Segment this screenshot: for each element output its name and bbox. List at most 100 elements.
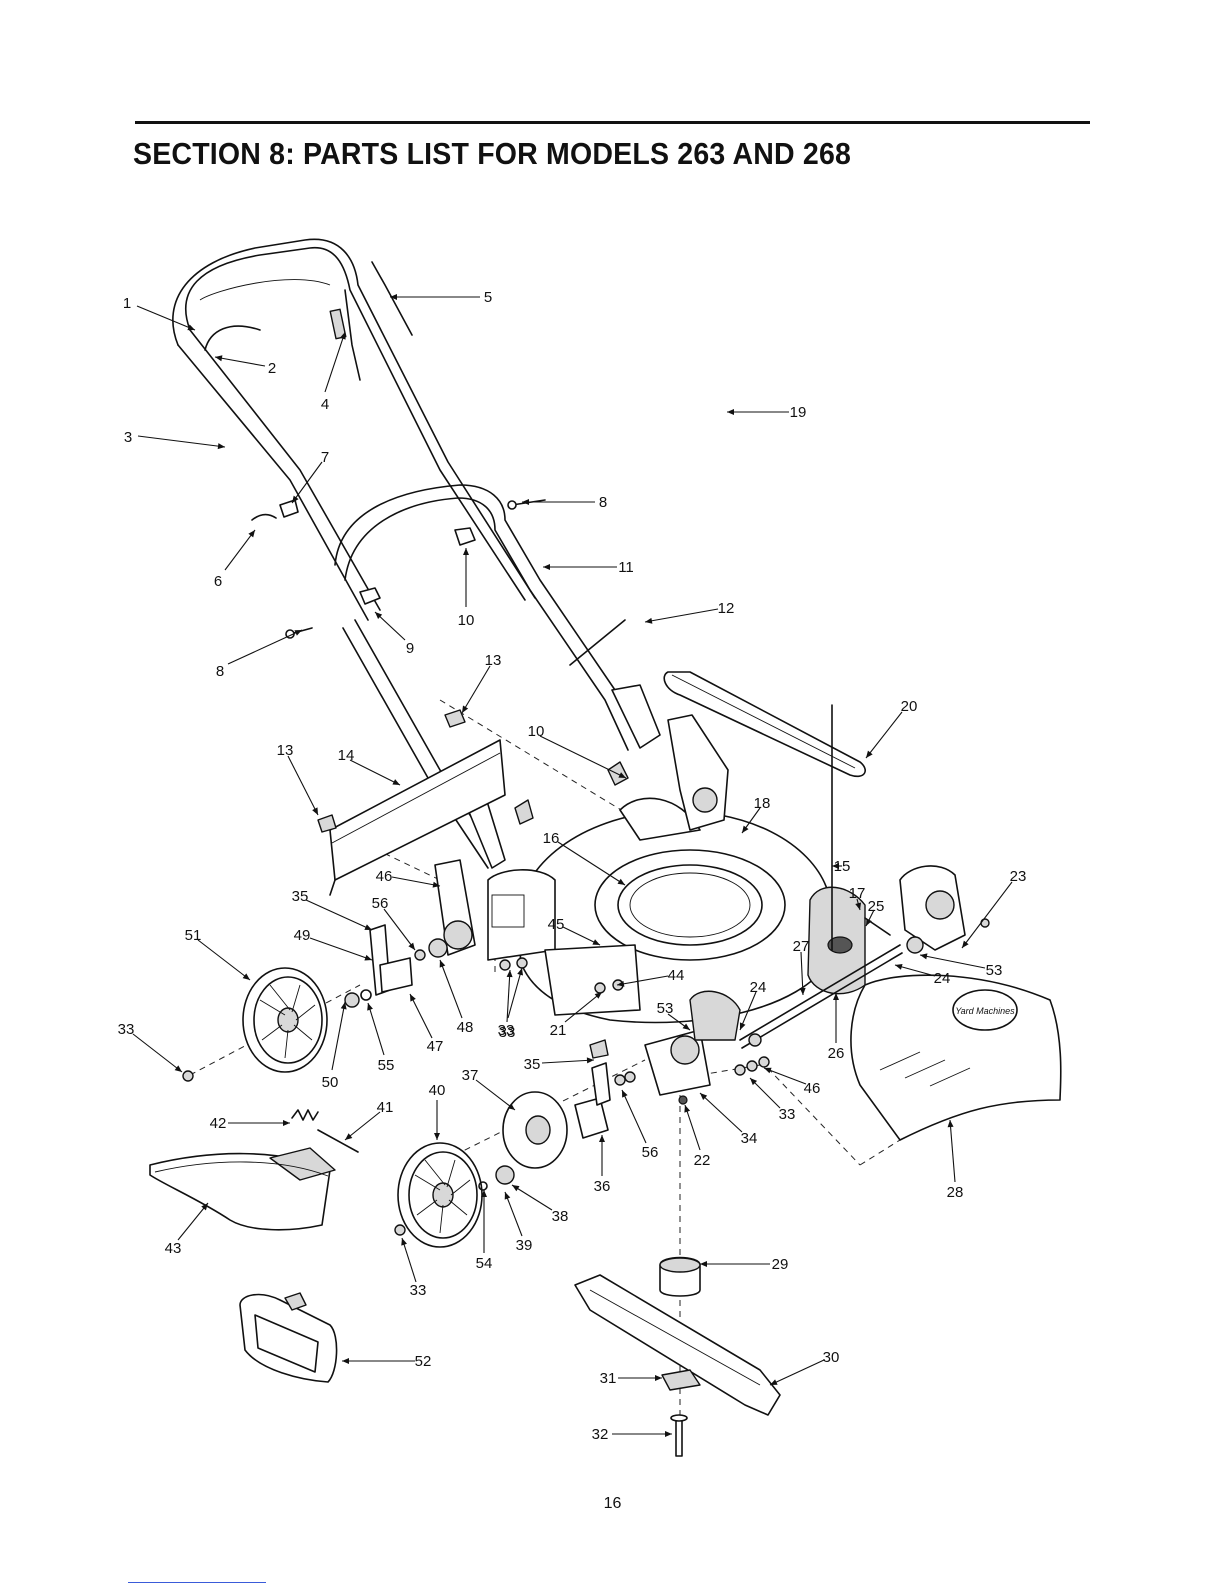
leader-line <box>292 462 322 503</box>
leader-line <box>770 1360 824 1385</box>
callout-number: 54 <box>476 1255 493 1272</box>
leader-line <box>542 1060 594 1063</box>
leader-line <box>505 1192 522 1236</box>
discharge-chute <box>150 1148 335 1230</box>
callout-41: 41 <box>345 1099 393 1140</box>
callout-36: 36 <box>594 1135 611 1195</box>
leader-line <box>410 994 432 1038</box>
leader-arrowhead <box>283 1120 290 1126</box>
callout-number: 3 <box>124 429 132 446</box>
leader-arrowhead <box>507 970 513 977</box>
bag-logo: Yard Machines <box>955 1006 1015 1016</box>
callout-38: 38 <box>512 1185 568 1225</box>
callout-number: 12 <box>718 600 735 617</box>
callout-1: 1 <box>123 295 195 330</box>
leader-arrowhead <box>462 705 468 713</box>
callout-number: 43 <box>165 1240 182 1257</box>
callout-25: 25 <box>866 898 884 926</box>
leader-line <box>622 1090 646 1143</box>
callout-number: 42 <box>210 1115 227 1132</box>
callout-number: 41 <box>377 1099 394 1116</box>
callout-number: 39 <box>516 1237 533 1254</box>
leader-line <box>368 1003 384 1055</box>
callout-26: 26 <box>828 993 845 1062</box>
callout-number: 25 <box>868 898 885 915</box>
leader-arrowhead <box>727 409 734 415</box>
callout-33: 33 <box>118 1021 182 1072</box>
callout-30: 30 <box>770 1349 839 1385</box>
leader-line <box>228 630 302 664</box>
callout-number: 14 <box>338 747 355 764</box>
callout-number: 8 <box>216 663 224 680</box>
callout-12: 12 <box>645 600 734 624</box>
leader-line <box>306 900 372 930</box>
control-cable <box>330 262 412 380</box>
grass-bag: Yard Machines <box>851 975 1061 1140</box>
leader-arrowhead <box>655 1375 662 1381</box>
leader-arrowhead <box>215 355 222 361</box>
callout-number: 32 <box>592 1426 609 1443</box>
leader-line <box>288 756 318 815</box>
leader-arrowhead <box>599 1135 605 1142</box>
callout-13: 13 <box>462 652 501 713</box>
rear-height-adjuster <box>345 925 447 1007</box>
callout-31: 31 <box>600 1370 662 1387</box>
leader-line <box>700 1093 742 1132</box>
leader-arrowhead <box>683 1023 690 1030</box>
leader-line <box>866 712 902 758</box>
leader-line <box>476 1080 515 1110</box>
leader-line <box>138 436 225 447</box>
leader-arrowhead <box>764 1068 772 1074</box>
callout-23: 23 <box>962 868 1026 948</box>
leader-arrowhead <box>408 943 415 950</box>
callout-3: 3 <box>124 429 225 449</box>
callout-number: 13 <box>485 652 502 669</box>
front-wheel <box>398 1143 514 1247</box>
callout-number: 18 <box>754 795 771 812</box>
callout-47: 47 <box>410 994 443 1055</box>
callout-number: 7 <box>321 449 329 466</box>
leader-line <box>462 666 490 713</box>
leader-arrowhead <box>962 941 969 948</box>
callout-number: 34 <box>741 1130 758 1147</box>
leader-arrowhead <box>684 1105 690 1113</box>
leader-arrowhead <box>345 1133 352 1140</box>
leader-arrowhead <box>364 955 372 961</box>
leader-arrowhead <box>800 988 806 995</box>
callout-10: 10 <box>458 548 475 629</box>
callout-number: 20 <box>901 698 918 715</box>
leader-line <box>215 357 265 366</box>
callout-48: 48 <box>440 960 474 1036</box>
callout-number: 22 <box>694 1152 711 1169</box>
callout-15: 15 <box>832 858 850 875</box>
leader-line <box>225 530 255 570</box>
leader-line <box>512 1185 552 1210</box>
callout-20: 20 <box>866 698 917 758</box>
callout-51: 51 <box>185 927 250 980</box>
leader-line <box>384 909 415 950</box>
callout-19: 19 <box>727 404 806 421</box>
callout-number: 28 <box>947 1184 964 1201</box>
callout-8: 8 <box>522 494 607 511</box>
callout-40: 40 <box>429 1082 446 1140</box>
leader-line <box>198 940 250 980</box>
callout-35: 35 <box>524 1056 594 1073</box>
callout-49: 49 <box>294 927 372 960</box>
leader-arrowhead <box>243 973 250 980</box>
callout-32: 32 <box>592 1426 672 1443</box>
callout-number: 31 <box>600 1370 617 1387</box>
callout-number: 24 <box>934 970 951 987</box>
callout-5: 5 <box>390 289 492 306</box>
callout-number: 44 <box>668 967 685 984</box>
callout-33: 33 <box>498 968 523 1039</box>
callout-7: 7 <box>292 449 329 503</box>
callout-9: 9 <box>375 612 414 657</box>
callout-number: 33 <box>498 1022 515 1039</box>
callout-34: 34 <box>700 1093 757 1147</box>
callout-number: 15 <box>834 858 851 875</box>
leader-line <box>178 1203 208 1240</box>
callout-number: 23 <box>1010 868 1027 885</box>
leader-line <box>962 882 1012 948</box>
callout-number: 33 <box>410 1282 427 1299</box>
leader-arrowhead <box>948 1120 954 1127</box>
